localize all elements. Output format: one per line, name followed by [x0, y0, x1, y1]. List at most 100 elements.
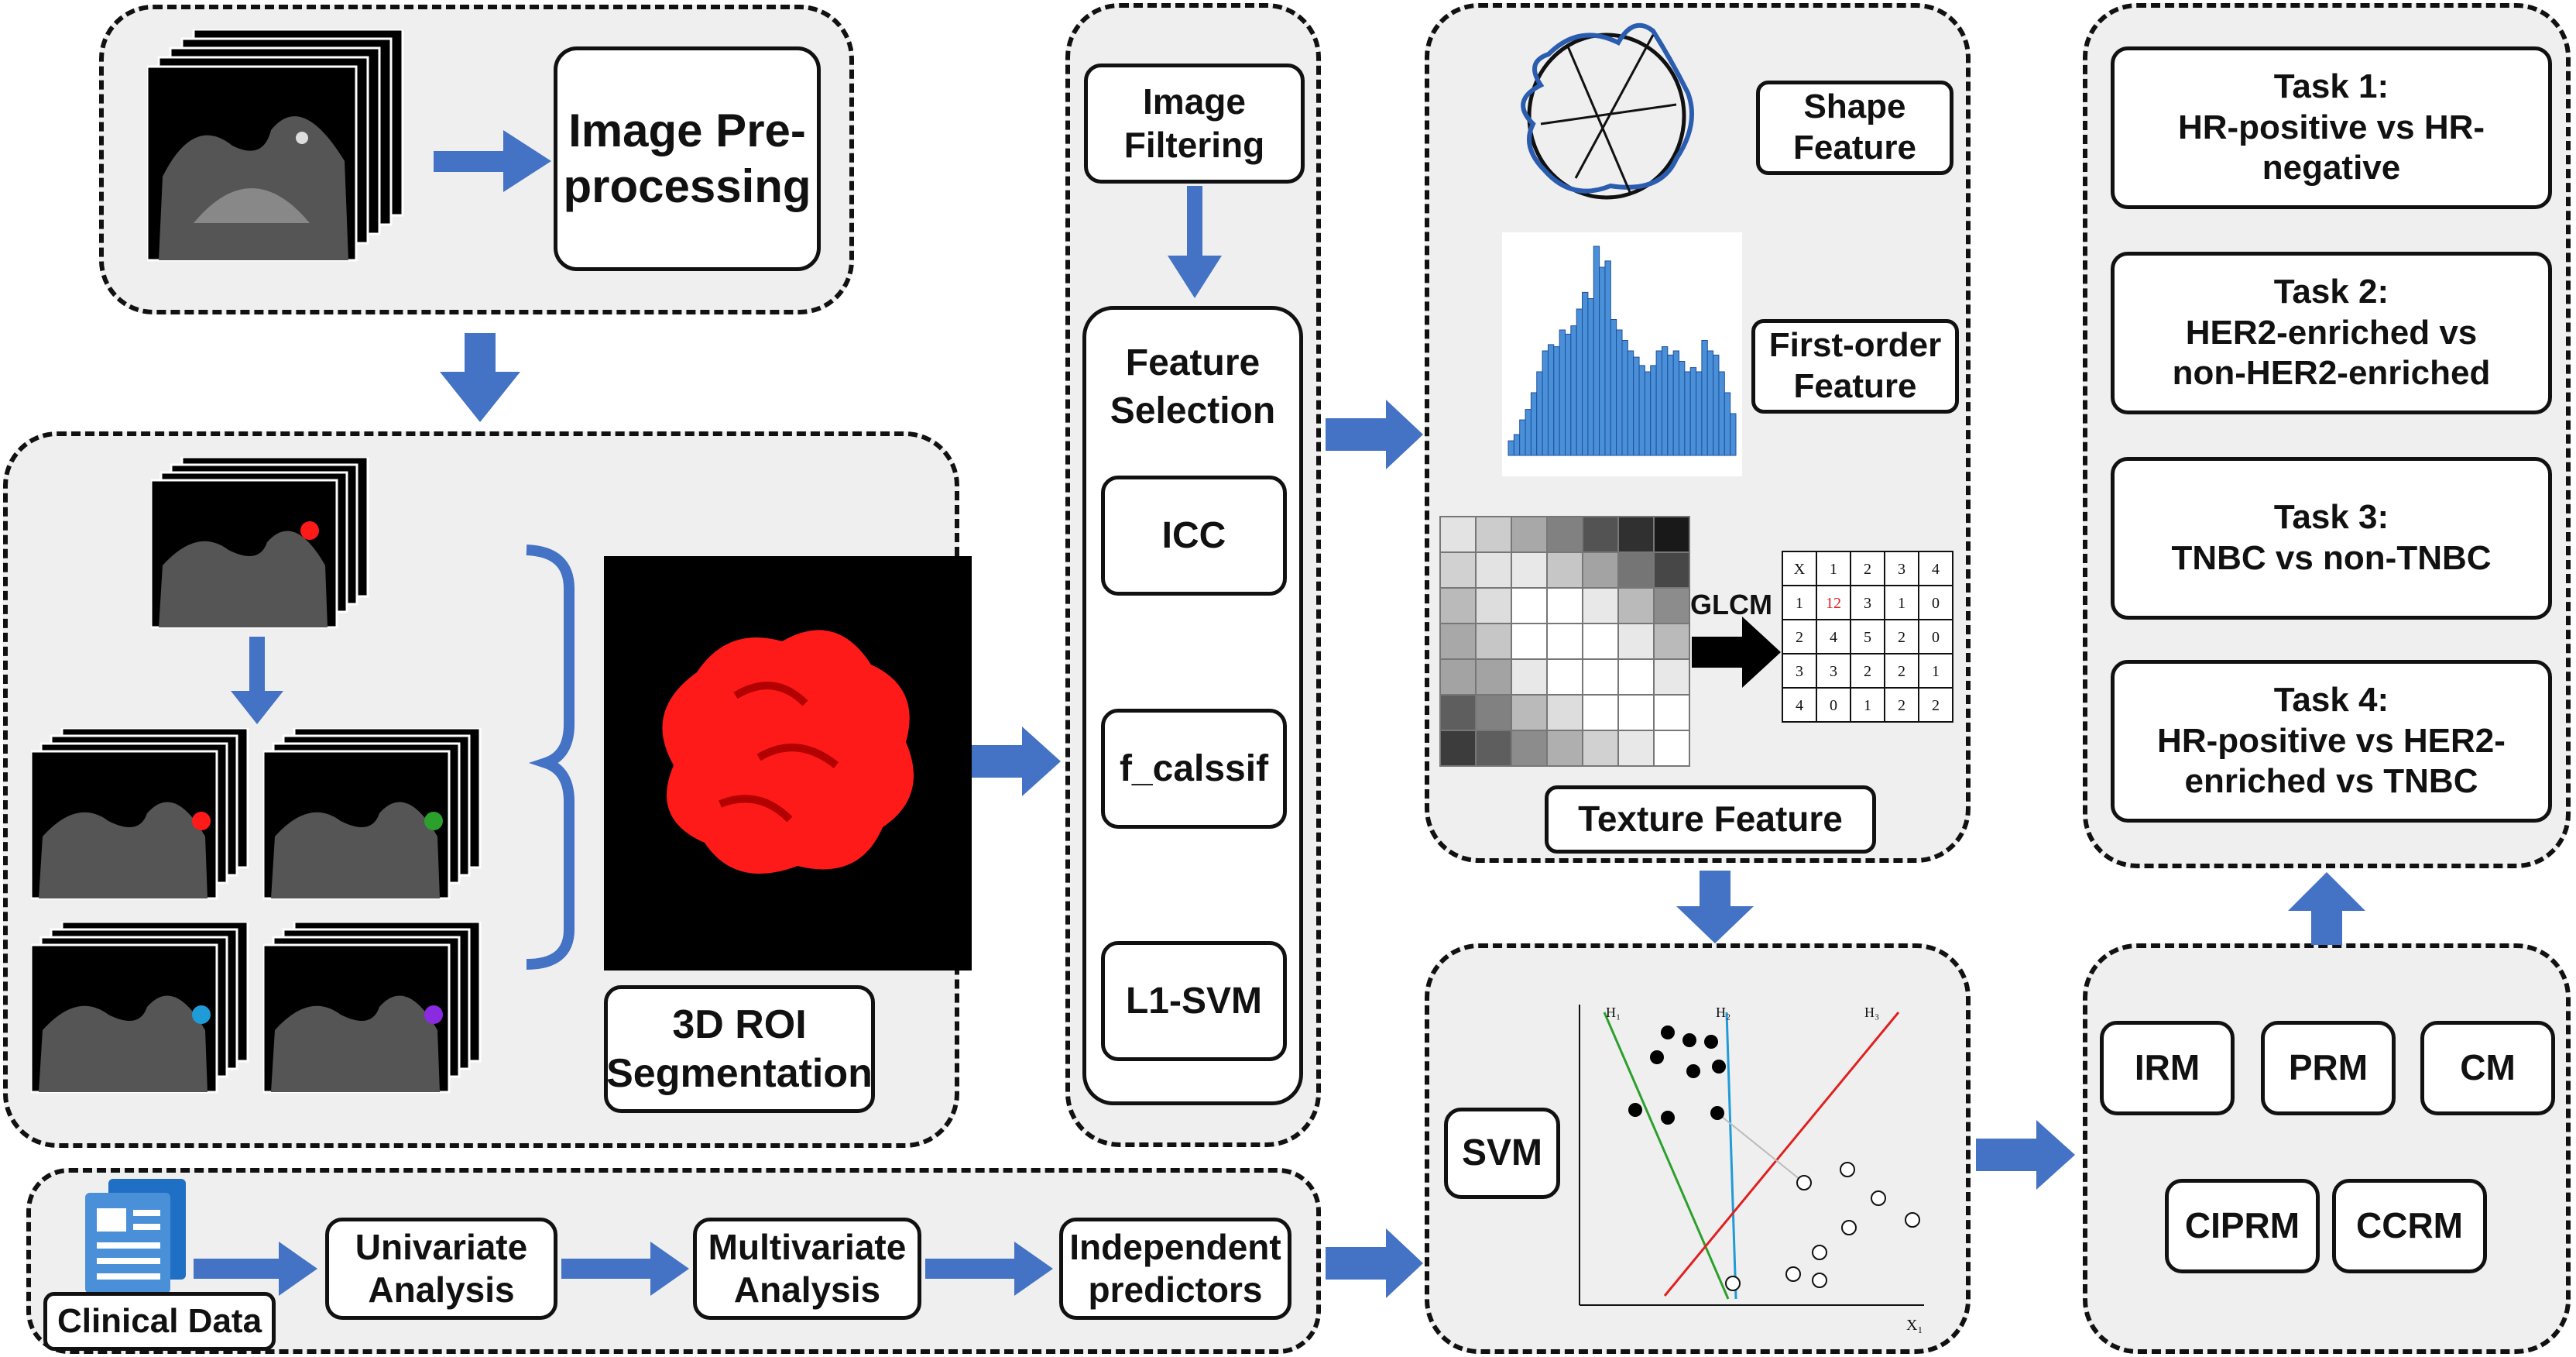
histogram-bar	[1570, 325, 1577, 456]
l1svm-box: L1-SVM	[1101, 941, 1287, 1061]
gray-cell	[1439, 587, 1477, 624]
histogram-bar	[1730, 413, 1737, 456]
glcm-value: 1	[1864, 697, 1871, 714]
histogram-bar	[1701, 340, 1708, 456]
arrow-svm-to-models	[1976, 1120, 2075, 1190]
segmentation-bracket	[526, 545, 575, 970]
gray-cell	[1617, 694, 1655, 731]
svm-box: SVM	[1444, 1108, 1560, 1199]
histogram-bars	[1508, 246, 1737, 456]
histogram-bar	[1650, 365, 1657, 456]
glcm-value: 12	[1826, 595, 1841, 612]
gray-cell	[1617, 623, 1655, 660]
gray-cell	[1511, 516, 1548, 553]
gray-cell	[1617, 658, 1655, 696]
gray-cell	[1546, 551, 1583, 589]
glcm-value: 1	[1932, 663, 1940, 680]
mri-stack-slices	[147, 29, 404, 262]
gray-cell	[1439, 730, 1477, 767]
h2-label: H₂	[1716, 1005, 1730, 1020]
histogram-bar	[1599, 266, 1606, 456]
gray-cell	[1475, 730, 1512, 767]
class-a-points	[1628, 1025, 1726, 1125]
univariate-box: Univariate Analysis	[325, 1218, 557, 1320]
histogram-bar	[1610, 319, 1617, 456]
gray-cell	[1582, 694, 1619, 731]
first-order-feature-box: First-order Feature	[1751, 319, 1959, 414]
histogram-bar	[1724, 392, 1731, 456]
h1-line	[1603, 1012, 1730, 1300]
gray-cell	[1475, 623, 1512, 660]
first-order-histogram	[1502, 232, 1742, 476]
gray-cell	[1582, 623, 1619, 660]
glcm-value: 2	[1898, 663, 1905, 680]
independent-box: Independent predictors	[1059, 1218, 1291, 1320]
histogram-bar	[1547, 344, 1555, 456]
gray-cell	[1511, 658, 1548, 696]
histogram-bar	[1633, 356, 1640, 456]
glcm-value: 1	[1898, 595, 1905, 612]
gray-cell	[1475, 516, 1512, 553]
gray-cell	[1546, 694, 1583, 731]
mri-stack-roi-purple	[263, 922, 482, 1094]
model-prm: PRM	[2261, 1021, 2396, 1115]
histogram-bar	[1655, 350, 1662, 456]
class-b-points	[1725, 1162, 1920, 1291]
gray-cell	[1653, 516, 1690, 553]
gray-cell	[1475, 658, 1512, 696]
gray-cell	[1475, 694, 1512, 731]
shape-feature-box: Shape Feature	[1756, 81, 1953, 175]
arrow-models-to-tasks	[2288, 872, 2365, 945]
mri-stack-roi-blue	[31, 922, 249, 1094]
glcm-cell	[1918, 585, 1953, 620]
arrow-features-to-svm	[1676, 871, 1754, 943]
glcm-value: 3	[1864, 595, 1871, 612]
glcm-cell	[1918, 551, 1953, 586]
arrow-clinical-to-univariate	[194, 1242, 317, 1296]
gray-cell	[1439, 516, 1477, 553]
gray-cell	[1582, 551, 1619, 589]
glcm-value: 1	[1830, 561, 1837, 578]
gray-cell	[1617, 551, 1655, 589]
histogram-bar	[1689, 367, 1697, 456]
histogram-bar	[1621, 340, 1628, 456]
histogram-bar	[1553, 346, 1560, 456]
gray-cell	[1617, 730, 1655, 767]
glcm-value: 2	[1864, 561, 1871, 578]
gray-cell	[1439, 658, 1477, 696]
multivariate-box: Multivariate Analysis	[693, 1218, 921, 1320]
svm-axes	[1579, 1005, 1924, 1306]
image-filtering-box: Image Filtering	[1084, 64, 1305, 184]
glcm-cell	[1918, 687, 1953, 723]
gray-cell	[1617, 587, 1655, 624]
preprocess-box: Image Pre- processing	[554, 46, 821, 271]
arrow-preprocess	[434, 130, 551, 192]
histogram-bar	[1713, 354, 1720, 456]
glcm-value: 4	[1830, 629, 1837, 646]
gray-cell	[1653, 551, 1690, 589]
h3-line	[1663, 1012, 1900, 1297]
model-ccrm: CCRM	[2332, 1179, 2487, 1273]
arrow-clinical-to-svm	[1326, 1228, 1423, 1298]
h1-label: H₁	[1606, 1005, 1621, 1020]
gray-cell	[1653, 730, 1690, 767]
glcm-cell	[1782, 585, 1817, 620]
histogram-bar	[1684, 371, 1691, 456]
histogram-bar	[1525, 409, 1532, 456]
glcm-label: GLCM	[1690, 589, 1772, 620]
gray-cell	[1582, 587, 1619, 624]
icc-box: ICC	[1101, 476, 1287, 596]
models-panel	[2083, 943, 2571, 1354]
gray-cell	[1439, 551, 1477, 589]
gray-cell	[1582, 730, 1619, 767]
texture-feature-box: Texture Feature	[1545, 785, 1876, 854]
mri-stack-top	[147, 29, 404, 262]
glcm-arrow	[1692, 617, 1781, 688]
svm-x-axis-label: X₁	[1906, 1317, 1923, 1334]
histogram-bar	[1661, 346, 1669, 456]
model-ciprm: CIPRM	[2165, 1179, 2320, 1273]
histogram-bar	[1679, 361, 1686, 456]
glcm-cell	[1850, 551, 1885, 586]
glcm-value: 2	[1932, 697, 1940, 714]
